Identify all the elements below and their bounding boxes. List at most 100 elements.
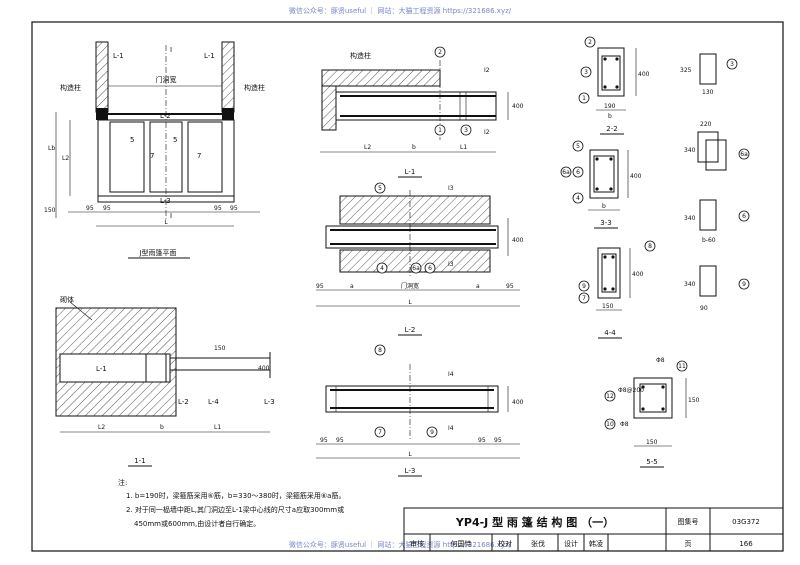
l3-n9: 9: [430, 429, 434, 436]
s33-d400: 400: [630, 173, 642, 180]
l2-a2: a: [476, 283, 480, 290]
plan-door-width: 门洞宽: [156, 75, 177, 84]
l1-i-top: I2: [484, 67, 490, 74]
plan-l3: L-3: [160, 197, 171, 205]
section-5-5: Φ8 11 12 Φ8@200 10 Φ8 150 150 5-5: [604, 357, 700, 468]
s55-phi8at: Φ8@200: [618, 387, 644, 394]
l2-n4: 4: [380, 265, 384, 272]
l1-title: L-1: [405, 168, 416, 176]
bar9-n: 9: [742, 281, 746, 288]
s55-title: 5-5: [646, 458, 657, 466]
plan-i-top: I: [170, 46, 172, 54]
plan-d150: 150: [44, 207, 56, 214]
watermark-top: 微信公众号：豚贤useful ｜ 网站：大猫工程资源 https://32168…: [289, 6, 512, 15]
s44-n7: 7: [582, 295, 586, 302]
plan-title: J型雨篷平面: [138, 248, 176, 257]
bar6-w: b-60: [702, 237, 716, 244]
plan-d95-1: 95: [86, 205, 94, 212]
plan-l1-right: L-1: [204, 52, 215, 60]
bar6-n: 6: [742, 213, 746, 220]
plan-l2: L-2: [160, 112, 171, 120]
l3-i-top: I4: [448, 371, 454, 378]
l1-i-bottom: I2: [484, 129, 490, 136]
plan-seven-a: 7: [150, 152, 154, 160]
s11-l1: L-1: [96, 365, 107, 373]
s22-n3: 3: [584, 69, 588, 76]
section-4-4: 8 9 7 400 150 4-4: [578, 240, 656, 339]
l1-l1: L1: [460, 144, 467, 151]
s55-d150h: 150: [646, 439, 658, 446]
s11-d400: 400: [258, 365, 270, 372]
plan-five-b: 5: [173, 136, 177, 144]
s44-d150: 150: [602, 303, 614, 310]
section-2-2: 2 3 1 400 190 b 2-2: [578, 36, 650, 135]
bar9-h: 340: [684, 281, 696, 288]
titleblock-review-name: 何国恃: [451, 539, 472, 548]
beam-l1: 构造柱 2 1 3 I2 I2 400 L2 b L1 L-1: [320, 46, 524, 178]
l1-b: b: [412, 144, 416, 151]
plan-l1-left: L-1: [113, 52, 124, 60]
l2-n5: 5: [378, 185, 382, 192]
l3-i-bottom: I4: [448, 425, 454, 432]
titleblock-atlas-no: 03G372: [732, 518, 760, 526]
s55-phi8a: Φ8: [656, 357, 665, 364]
notes-head: 注:: [118, 478, 127, 487]
l3-title: L-3: [405, 467, 416, 475]
bar6-h: 340: [684, 215, 696, 222]
notes-line1: 1. b=190时，梁箍筋采用⑥筋，b=330～380时，梁箍筋采用⑥a筋。: [126, 491, 345, 500]
s33-n5: 5: [576, 143, 580, 150]
l3-d95a: 95: [320, 437, 328, 444]
beam-l2: 5 4 6a 6 I3 I3 400 95 a 门洞宽 a 95 L L-2: [316, 182, 524, 336]
s33-n4: 4: [576, 195, 580, 202]
l2-d95a: 95: [316, 283, 324, 290]
s22-n2: 2: [588, 39, 592, 46]
bar6a-h: 340: [684, 147, 696, 154]
s11-l1dim: L1: [214, 424, 221, 431]
l1-l2: L2: [364, 144, 371, 151]
plan-d95-4: 95: [230, 205, 238, 212]
l2-title: L-2: [405, 326, 416, 334]
plan-d95-3: 95: [214, 205, 222, 212]
s55-d150v: 150: [688, 397, 700, 404]
title-block: YP4-J 型 雨 篷 结 构 图 （一） 图集号 03G372 审核 何国恃 …: [403, 507, 784, 552]
l3-d400: 400: [512, 399, 524, 406]
s55-n10: 10: [606, 421, 614, 428]
s55-n11: 11: [678, 363, 686, 370]
l1-n1: 1: [438, 127, 442, 134]
s55-phi8b: Φ8: [620, 421, 629, 428]
l3-d95d: 95: [494, 437, 502, 444]
l1-col: 构造柱: [350, 51, 371, 60]
plan-l-bottom: L: [164, 219, 168, 226]
s11-b: b: [160, 424, 164, 431]
s44-title: 4-4: [604, 329, 616, 337]
l2-i-top: I3: [448, 185, 454, 192]
s22-d190: 190: [604, 103, 616, 110]
notes-line3: 450mm或600mm,由设计者自行确定。: [134, 519, 260, 528]
s22-d400: 400: [638, 71, 650, 78]
titleblock-check-label: 校对: [498, 539, 512, 548]
l3-l: L: [408, 451, 412, 458]
plan-seven-b: 7: [197, 152, 201, 160]
plan-d95-2: 95: [103, 205, 111, 212]
notes: 注: 1. b=190时，梁箍筋采用⑥筋，b=330～380时，梁箍筋采用⑥a筋…: [118, 478, 345, 528]
l1-n2: 2: [438, 49, 442, 56]
titleblock-design-name: 韩凌: [589, 539, 603, 548]
titleblock-review-label: 审核: [410, 539, 424, 548]
plan-col-right: 构造柱: [244, 83, 265, 92]
s22-title: 2-2: [606, 125, 617, 133]
s33-title: 3-3: [600, 219, 611, 227]
bar3-n: 3: [730, 61, 734, 68]
s33-n6: 6: [576, 169, 580, 176]
l2-i-bottom: I3: [448, 261, 454, 268]
l2-d95b: 95: [506, 283, 514, 290]
plan-five-a: 5: [130, 136, 134, 144]
l3-d95c: 95: [478, 437, 486, 444]
plan-l2dim: L2: [62, 155, 69, 162]
l3-n7: 7: [378, 429, 382, 436]
s11-l2: L-2: [178, 398, 189, 406]
titleblock-check-name: 张伐: [531, 539, 545, 548]
titleblock-page-no: 166: [739, 540, 753, 548]
bar3-h: 325: [680, 67, 692, 74]
l2-door: 门洞宽: [401, 282, 419, 290]
s44-d400: 400: [632, 271, 644, 278]
